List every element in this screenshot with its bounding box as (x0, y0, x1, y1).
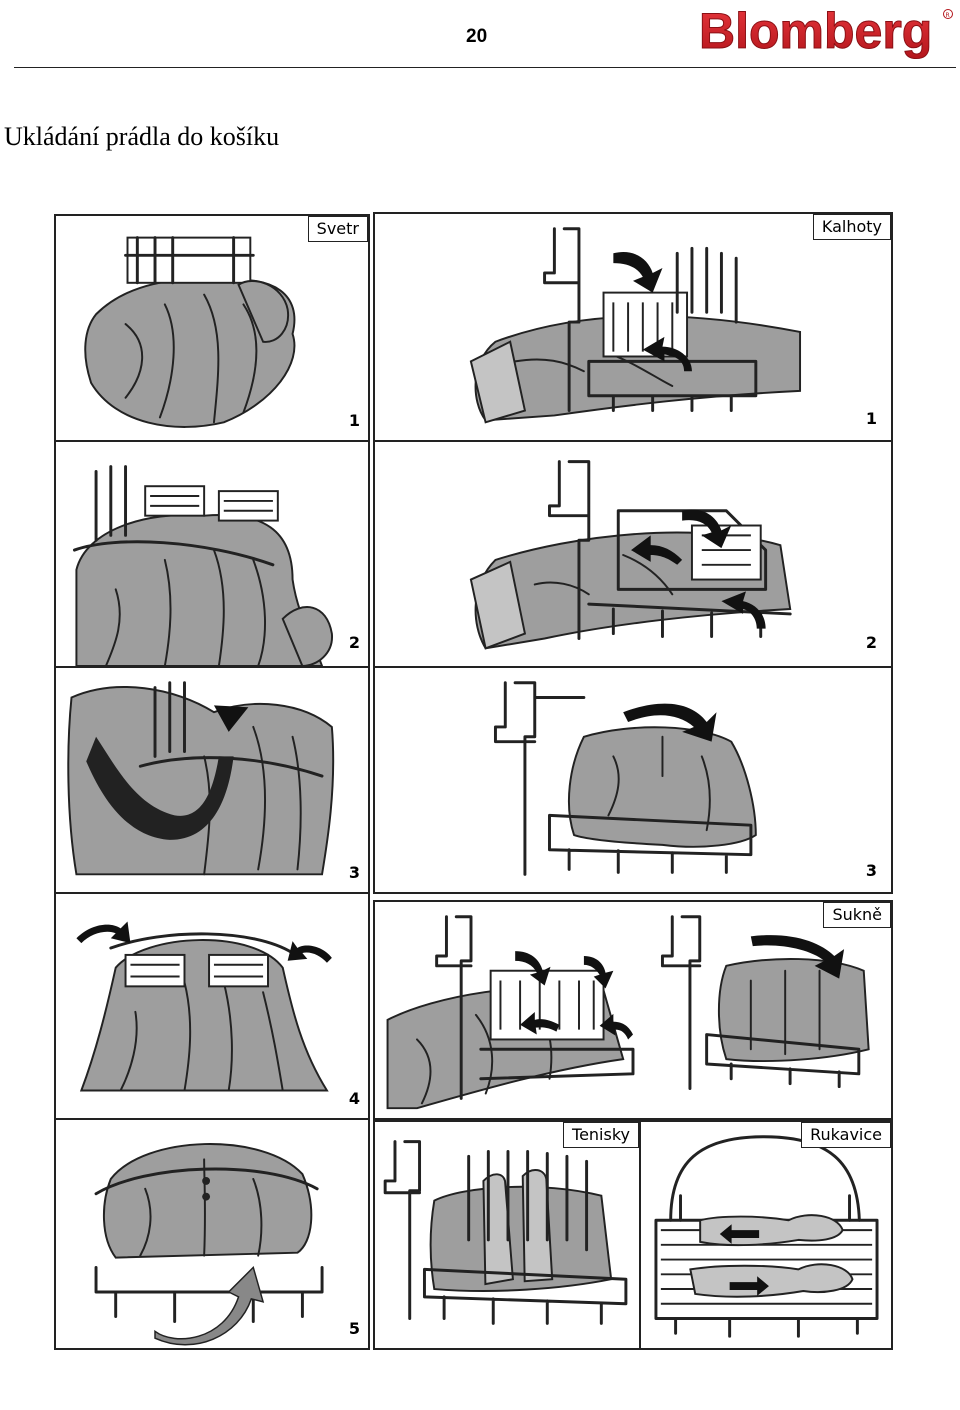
rukavice-illustration (654, 1135, 879, 1338)
step-number: 1 (865, 409, 877, 428)
kalhoty-step-2-illustration (469, 460, 792, 650)
panel-tenisky: Tenisky (373, 1120, 641, 1350)
tenisky-illustration (383, 1140, 628, 1325)
svetr-step-2-illustration (72, 465, 333, 666)
page-title: Ukládání prádla do košíku (4, 122, 280, 151)
panel-kalhoty-step-1: Kalhoty 1 (373, 212, 893, 442)
label-svetr: Svetr (307, 216, 368, 242)
step-number: 3 (865, 861, 877, 880)
svetr-step-3-illustration (67, 681, 335, 876)
brand-wordmark: Blomberg (699, 4, 932, 59)
panel-kalhoty-step-3: 3 (373, 666, 893, 894)
step-number: 2 (348, 633, 360, 652)
panel-rukavice: Rukavice (639, 1120, 893, 1350)
panel-svetr-step-4: 4 (54, 892, 370, 1120)
label-sukne: Sukně (823, 902, 891, 928)
step-number: 2 (865, 633, 877, 652)
panel-sukne: Sukně (373, 900, 893, 1120)
panel-svetr-step-2: 2 (54, 440, 370, 668)
kalhoty-step-3-illustration (493, 681, 757, 876)
svetr-step-5-illustration (94, 1143, 324, 1346)
panel-svetr-step-3: 3 (54, 666, 370, 894)
header-divider (14, 67, 956, 68)
panel-svetr-step-1: Svetr 1 (54, 214, 370, 442)
label-tenisky: Tenisky (563, 1122, 639, 1148)
panel-kalhoty-step-2: 2 (373, 440, 893, 668)
step-number: 3 (348, 863, 360, 882)
panel-svetr-step-5: 5 (54, 1118, 370, 1350)
sukne-illustration (386, 915, 870, 1110)
label-kalhoty: Kalhoty (812, 214, 891, 240)
label-rukavice: Rukavice (801, 1122, 891, 1148)
step-number: 1 (348, 411, 360, 430)
step-number: 4 (348, 1089, 360, 1108)
svg-text:R: R (946, 12, 950, 19)
svetr-step-4-illustration (76, 921, 332, 1092)
step-number: 5 (348, 1319, 360, 1338)
kalhoty-step-1-illustration (469, 227, 802, 424)
page-number: 20 (466, 26, 488, 47)
svetr-step-1-illustration (84, 236, 296, 428)
brand-logo: Blomberg R (695, 3, 957, 65)
